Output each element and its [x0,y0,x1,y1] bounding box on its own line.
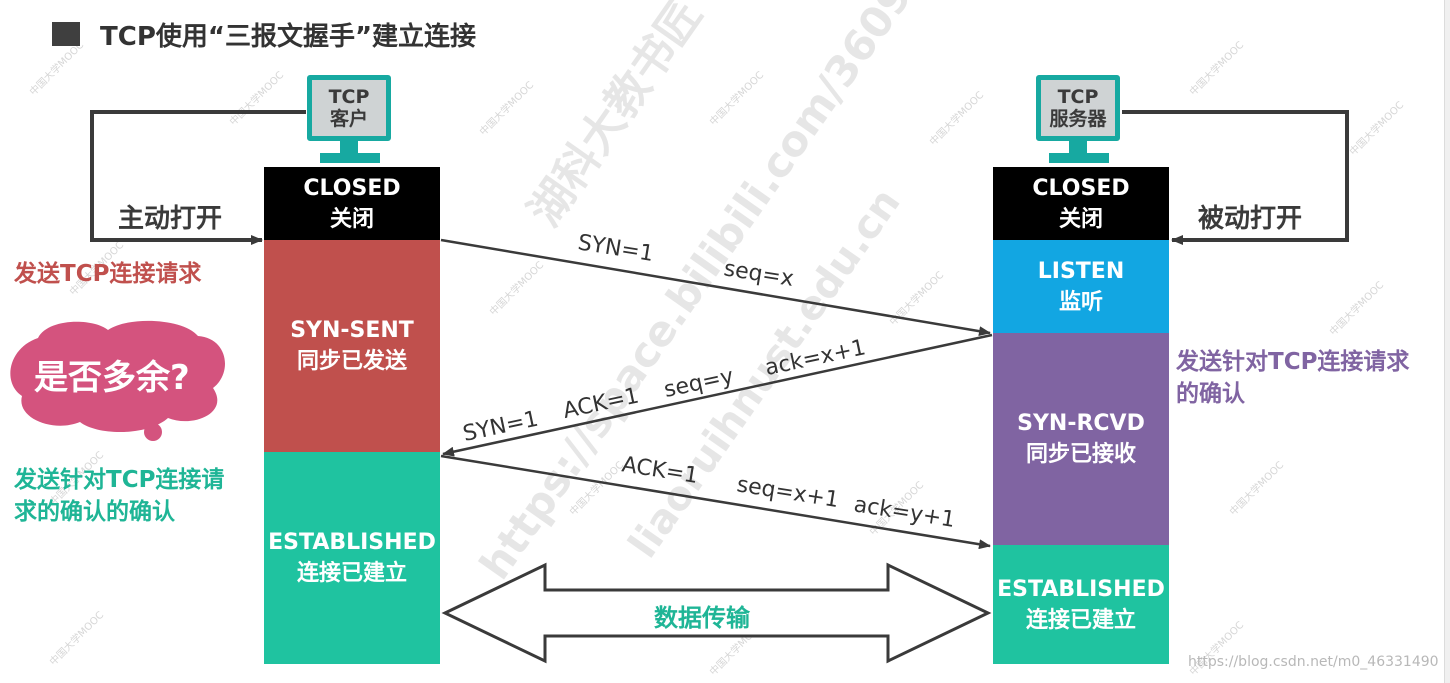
redundant-question: 是否多余? [34,358,190,398]
page-title: TCP使用“三报文握手”建立连接 [100,22,477,52]
send-request-label: 发送TCP连接请求 [14,261,202,287]
data-transfer-arrow [441,562,992,664]
state-name-cn: 同步已发送 [296,349,407,374]
passive-open-arrow [1122,110,1349,245]
server-computer-icon: TCP 服务器 [1036,75,1126,165]
ack-request-label-line2: 的确认 [1176,381,1245,407]
client-label-line1: TCP [328,86,370,108]
client-screen: TCP 客户 [307,75,391,141]
active-open-arrow [90,110,306,245]
ack-ack-label-line1: 发送针对TCP连接请 [14,467,225,493]
server-base [1049,153,1109,163]
client-state-closed: CLOSED 关闭 [264,167,440,240]
syn-ack-segment-arrow [442,333,993,457]
state-name-cn: 监听 [1058,289,1103,315]
state-name-cn: 关闭 [1058,206,1103,232]
ack-segment-arrow [440,454,991,550]
state-name: SYN-SENT [290,318,414,343]
ack-ack-label-line2: 求的确认的确认 [14,499,175,525]
state-name-cn: 关闭 [329,206,374,232]
server-label-line1: TCP [1057,86,1099,108]
state-name-cn: 同步已接收 [1025,442,1136,467]
csdn-watermark: https://blog.csdn.net/m0_46331490 [1188,654,1439,670]
ack-request-label-line1: 发送针对TCP连接请求 [1176,349,1410,375]
state-name: CLOSED [303,175,401,201]
active-open-label: 主动打开 [118,204,223,234]
state-name-cn: 连接已建立 [296,561,407,586]
server-state-closed: CLOSED 关闭 [993,167,1169,240]
thought-bubble [10,320,226,441]
state-name: LISTEN [1037,258,1125,284]
server-state-syn-rcvd: SYN-RCVD 同步已接收 [993,333,1169,545]
title-bullet [52,22,80,46]
state-name: ESTABLISHED [997,576,1165,602]
client-base [320,153,380,163]
client-computer-icon: TCP 客户 [307,75,397,165]
state-name: ESTABLISHED [268,530,436,555]
server-screen: TCP 服务器 [1036,75,1120,141]
client-stand [340,141,358,153]
state-name: SYN-RCVD [1017,411,1145,436]
server-state-listen: LISTEN 监听 [993,240,1169,333]
server-label-line2: 服务器 [1049,108,1107,130]
client-state-syn-sent: SYN-SENT 同步已发送 [264,240,440,452]
scrollbar-edge [1444,0,1450,683]
server-stand [1069,141,1087,153]
passive-open-label: 被动打开 [1198,204,1303,234]
state-name: CLOSED [1032,175,1130,201]
client-label-line2: 客户 [329,108,368,130]
server-state-established: ESTABLISHED 连接已建立 [993,545,1169,664]
syn-segment-arrow [440,238,991,337]
state-name-cn: 连接已建立 [1025,607,1136,633]
client-state-established: ESTABLISHED 连接已建立 [264,452,440,664]
data-transfer-label: 数据传输 [654,604,750,632]
